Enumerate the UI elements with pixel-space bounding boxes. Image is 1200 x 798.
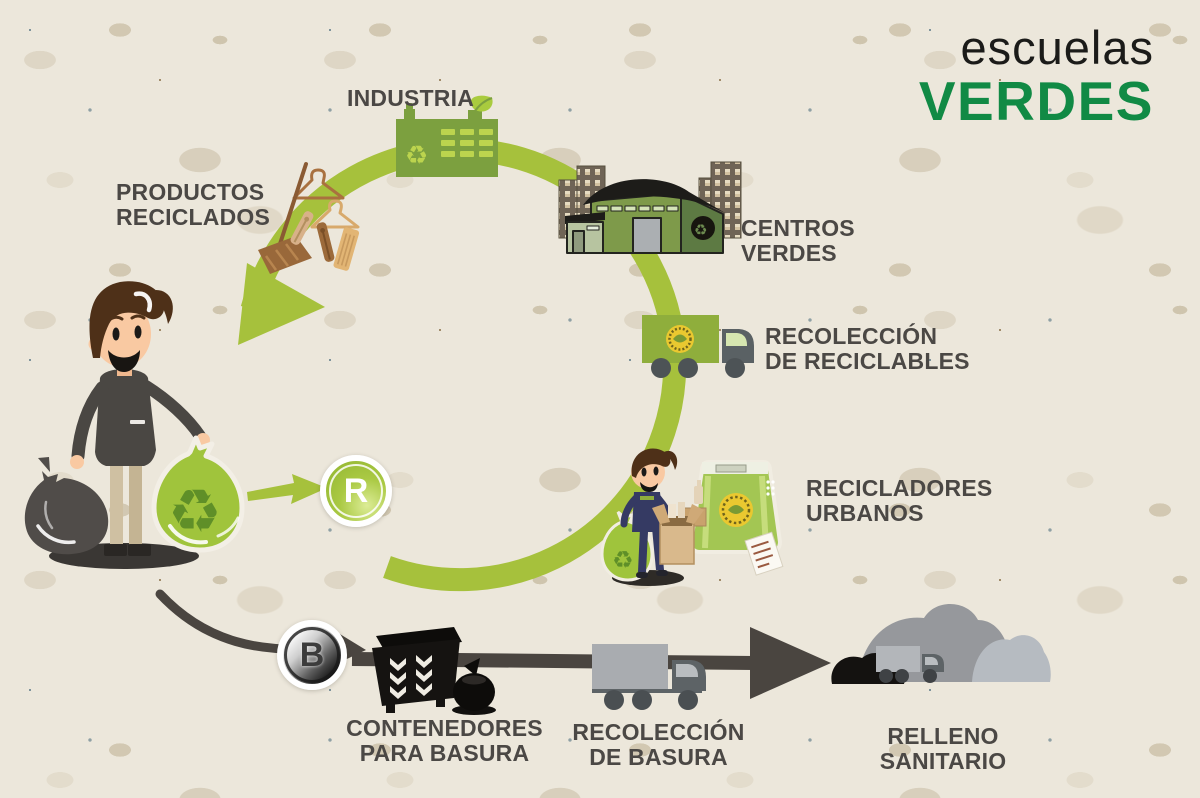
label-recoleccion-reciclables: RECOLECCIÓN DE RECICLABLES [765,323,970,375]
label-centros-verdes: CENTROS VERDES [741,215,855,267]
comb-icon [333,227,360,271]
recyclables-badge: R [320,455,392,527]
label-recoleccion-basura: RECOLECCIÓN DE BASURA [572,719,745,771]
label-contenedores-basura: CONTENEDORES PARA BASURA [346,715,543,767]
dumpster-icon [372,627,496,715]
hanger-icon [310,199,360,229]
recyclables-badge-letter: R [343,471,369,510]
factory-icon: ♻ [396,95,498,177]
trash-flow-arrow-head [750,627,831,699]
trash-badge: B [277,620,347,690]
recyclables-pile [652,460,784,576]
logo-word-escuelas: escuelas [960,21,1154,74]
truck-logo-badge [666,325,694,353]
escuelas-verdes-logo: escuelas VERDES [919,24,1154,129]
cardboard-boxes-icon [652,480,707,565]
recycling-cycle-ring [240,138,687,592]
recycled-products-icons [258,162,360,274]
logo-word-verdes: VERDES [918,70,1154,132]
citizen-head [88,281,173,372]
landfill-truck-icon [876,646,944,683]
trash-bag-icon [24,457,109,555]
label-industria: INDUSTRIA [347,85,475,111]
citizen-icon: ♻ [24,281,245,569]
centros-verdes-illustration: ♻ [558,161,742,254]
hanger-icon [292,168,345,200]
recycle-icon: ♻ [405,141,428,171]
clothespin-icon [316,222,335,262]
recycle-bag-icon: ♻ [151,435,245,553]
street-trash-bag-icon [452,658,496,715]
clothespin-icon [290,211,314,245]
cycle-arrowhead [238,263,325,345]
recycle-icon: ♻ [168,477,222,547]
label-recicladores-urbanos: RECICLADORES URBANOS [806,475,993,527]
label-relleno-sanitario: RELLENO SANITARIO [879,723,1007,775]
broom-icon [258,162,312,274]
recycle-icon: ♻ [694,221,707,239]
garbage-truck-icon [592,644,706,710]
recycling-truck-icon [642,315,754,378]
arrow-to-recyclables-badge [247,474,327,504]
urban-recycler-icon: ♻ [600,448,684,586]
label-productos-reciclados: PRODUCTOS RECICLADOS [116,179,271,231]
trash-badge-letter: B [299,635,325,674]
paper-sheet-icon [744,531,784,576]
landfill-illustration [831,603,1051,684]
green-warehouse-icon: ♻ [565,179,727,254]
recycle-icon: ♻ [612,546,634,574]
